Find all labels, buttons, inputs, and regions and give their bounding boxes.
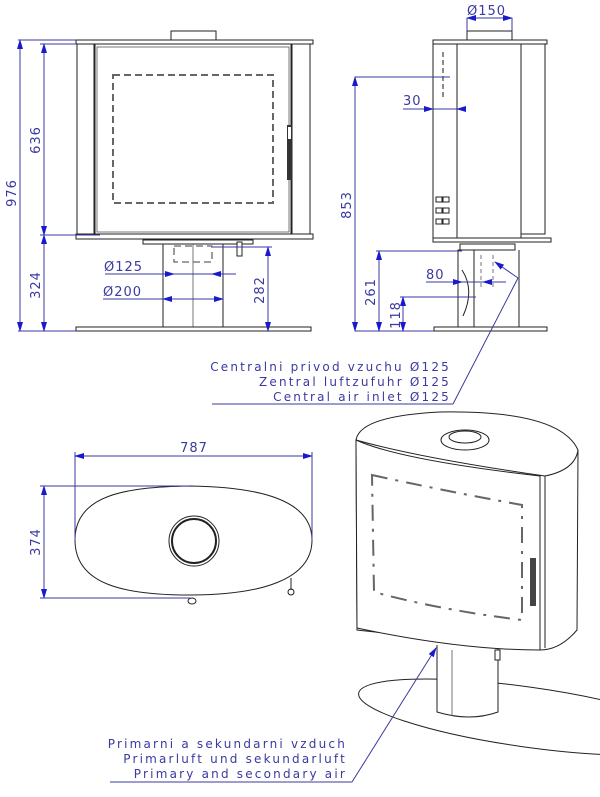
dimension-636: 636	[29, 43, 100, 236]
svg-text:Centralni privod vzuchu Ø125: Centralni privod vzuchu Ø125	[210, 360, 451, 374]
svg-text:Ø200: Ø200	[103, 285, 142, 300]
top-outline	[74, 485, 313, 596]
central-air-note: Centralni privod vzuchu Ø125 Zentral luf…	[210, 261, 519, 405]
svg-text:853: 853	[340, 191, 355, 219]
svg-text:Ø150: Ø150	[467, 4, 506, 19]
door-profile	[432, 43, 458, 240]
dimension-118: 118	[389, 296, 476, 332]
pedestal-side	[457, 249, 475, 329]
svg-text:976: 976	[5, 179, 20, 207]
svg-text:Central air inlet Ø125: Central air inlet Ø125	[273, 390, 451, 404]
body-side	[456, 43, 522, 240]
isometric-view	[355, 411, 600, 756]
dimension-d200: Ø200	[103, 285, 224, 302]
iso-flue	[440, 429, 490, 451]
svg-text:Primarni a sekundarni vzduch: Primarni a sekundarni vzduch	[108, 737, 347, 751]
flue-inner	[171, 518, 217, 564]
dimension-976: 976	[5, 39, 76, 332]
svg-text:Primary and secondary air: Primary and secondary air	[134, 767, 347, 781]
rear-panel	[520, 43, 546, 235]
iso-pedestal	[436, 645, 499, 718]
right-side-panel	[291, 43, 311, 240]
primary-air-note: Primarni a sekundarni vzduch Primarluft …	[108, 647, 437, 783]
flue-outer	[168, 515, 220, 567]
dimension-80: 80	[426, 268, 506, 285]
dimension-324: 324	[29, 234, 47, 332]
front-view: 976 636 324 282 Ø125 Ø200	[5, 30, 314, 332]
dimension-261: 261	[364, 250, 462, 332]
top-view: 787 374	[29, 441, 313, 605]
base-strip	[75, 233, 314, 240]
dimension-d150: Ø150	[466, 4, 513, 31]
svg-text:Primarluft und sekundarluft: Primarluft und sekundarluft	[123, 752, 347, 766]
dimension-787: 787	[74, 441, 313, 540]
side-view: Ø150 30 853 261 118 80	[340, 4, 552, 332]
svg-text:Zentral luftzufuhr Ø125: Zentral luftzufuhr Ø125	[259, 375, 451, 389]
door-handle	[287, 125, 292, 180]
firebox-hidden	[112, 74, 274, 204]
svg-text:282: 282	[253, 276, 268, 304]
svg-text:Ø125: Ø125	[104, 260, 143, 275]
svg-text:636: 636	[29, 126, 44, 154]
dimension-30: 30	[403, 94, 466, 112]
foot-plate	[75, 326, 312, 332]
air-knob	[236, 241, 243, 257]
svg-text:787: 787	[180, 441, 208, 456]
dimension-d125: Ø125	[104, 260, 236, 277]
svg-text:30: 30	[403, 94, 422, 109]
dimension-853: 853	[340, 76, 450, 332]
svg-text:374: 374	[29, 528, 44, 556]
dimension-282: 282	[213, 246, 272, 332]
iso-firebox-hidden	[370, 473, 523, 622]
svg-text:118: 118	[389, 301, 404, 329]
svg-text:80: 80	[426, 268, 445, 283]
door	[94, 43, 292, 235]
iso-door	[355, 439, 541, 651]
dimension-374: 374	[29, 485, 190, 599]
left-side-panel	[76, 43, 95, 240]
iso-handle	[530, 558, 536, 606]
handle-knob	[287, 588, 295, 596]
svg-text:324: 324	[29, 271, 44, 299]
top-plate	[75, 39, 314, 45]
svg-text:261: 261	[364, 278, 379, 306]
